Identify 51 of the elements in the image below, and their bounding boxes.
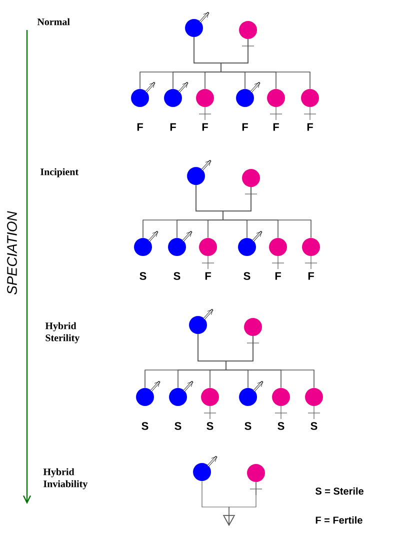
female-symbol bbox=[269, 238, 287, 270]
stage-label: Normal bbox=[37, 18, 70, 26]
female-symbol bbox=[305, 388, 323, 420]
male-symbol bbox=[193, 456, 218, 481]
female-symbol bbox=[302, 238, 320, 270]
fertility-letter: F bbox=[170, 123, 176, 131]
male-symbol bbox=[187, 160, 212, 185]
fertility-letter: F bbox=[202, 123, 208, 131]
fertility-letter: F bbox=[273, 123, 279, 131]
fertility-letter: S bbox=[140, 272, 146, 280]
female-symbol bbox=[196, 89, 214, 120]
pedigree-line bbox=[222, 482, 256, 526]
fertility-letter: S bbox=[142, 422, 148, 430]
female-symbol bbox=[199, 238, 217, 270]
fertility-letter: S bbox=[174, 422, 182, 430]
female-symbol bbox=[267, 89, 285, 120]
male-symbol bbox=[185, 12, 210, 37]
male-symbol bbox=[169, 380, 194, 406]
fertility-letter: S bbox=[244, 272, 250, 280]
pedigree-line bbox=[222, 186, 312, 238]
pedigree-line bbox=[226, 336, 314, 388]
fertility-letter: S bbox=[310, 422, 318, 430]
stage-label: Hybrid Sterility bbox=[45, 322, 80, 344]
male-symbol bbox=[238, 230, 262, 256]
fertility-letter: F bbox=[308, 272, 314, 280]
female-symbol bbox=[272, 388, 290, 420]
male-symbol bbox=[239, 380, 264, 406]
male-symbol bbox=[189, 308, 214, 334]
fertility-letter: S bbox=[174, 272, 180, 280]
fertility-letter: F bbox=[275, 272, 281, 280]
male-symbol bbox=[136, 380, 160, 406]
fertility-letter: F bbox=[205, 272, 211, 280]
stage-label: Incipient bbox=[40, 168, 78, 178]
fertility-letter: F bbox=[307, 123, 313, 131]
female-symbol bbox=[201, 388, 219, 420]
fertility-letter: F bbox=[242, 123, 248, 131]
axis-label: SPECIATION bbox=[7, 211, 17, 294]
male-symbol bbox=[134, 230, 158, 256]
female-symbol bbox=[301, 89, 319, 120]
male-symbol bbox=[164, 82, 188, 107]
fertility-letter: F bbox=[137, 123, 143, 131]
fertility-letter: S bbox=[278, 422, 284, 430]
fertility-letter: S bbox=[244, 422, 252, 430]
male-symbol bbox=[131, 82, 156, 107]
pedigree-line bbox=[220, 38, 310, 90]
key-text: S = Sterile bbox=[315, 487, 364, 495]
male-symbol bbox=[168, 230, 192, 256]
stage-label: Hybrid Inviability bbox=[43, 468, 88, 490]
fertility-letter: S bbox=[206, 422, 214, 430]
male-symbol bbox=[236, 82, 260, 107]
key-text: F = Fertile bbox=[316, 516, 362, 524]
